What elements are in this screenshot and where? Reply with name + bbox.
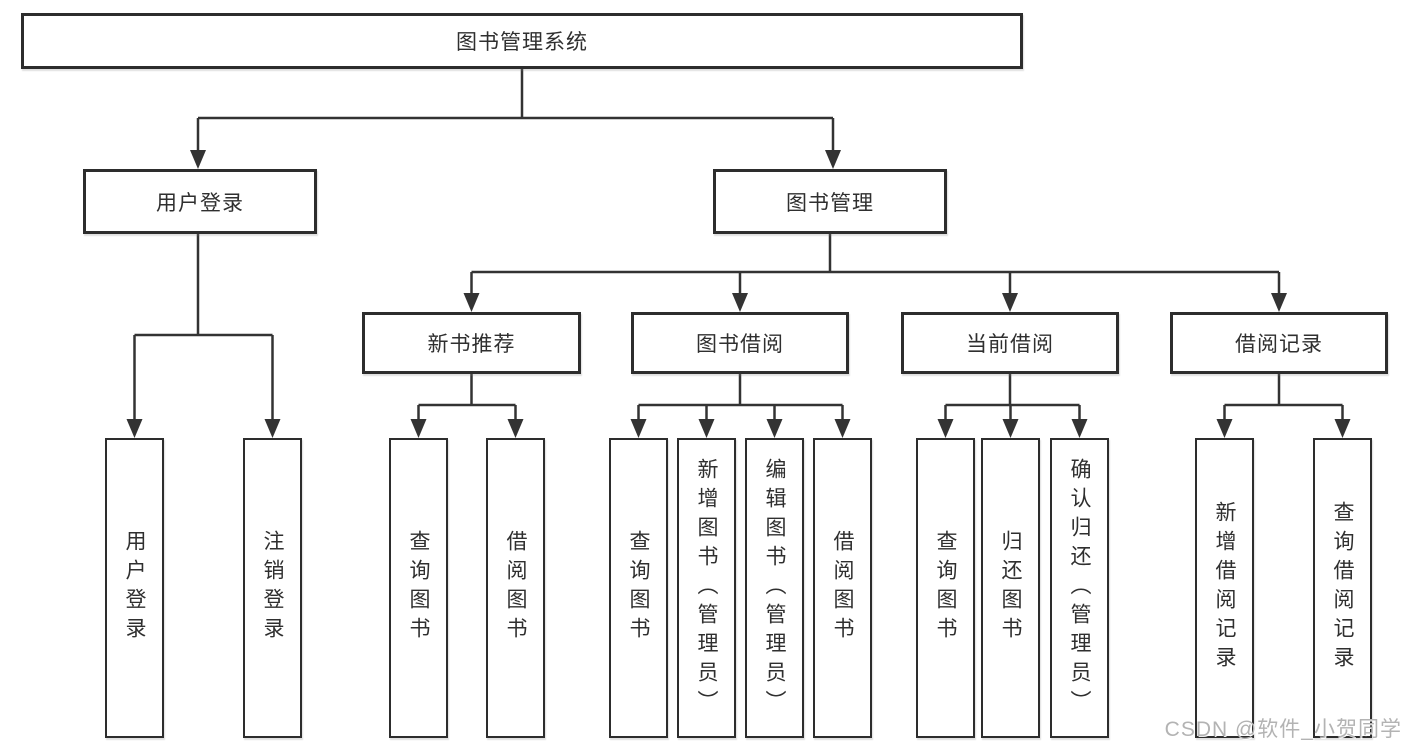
node-label: 用户登录 bbox=[123, 530, 146, 646]
connector-user-login-children bbox=[133, 234, 274, 422]
node-book-management: 图书管理 bbox=[713, 169, 947, 234]
node-label: 新书推荐 bbox=[427, 333, 516, 356]
node-label: 新增借阅记录 bbox=[1213, 501, 1236, 675]
node-label: 图书管理系统 bbox=[456, 31, 588, 54]
node-current-borrowing: 当前借阅 bbox=[901, 312, 1119, 374]
node-borrowing-records: 借阅记录 bbox=[1170, 312, 1388, 374]
connector-borrowing-children bbox=[637, 373, 844, 422]
node-label: 图书管理 bbox=[786, 191, 874, 215]
node-book-borrowing: 图书借阅 bbox=[631, 312, 849, 374]
connector-recommend-children bbox=[417, 373, 517, 422]
node-label: 用户登录 bbox=[156, 191, 244, 215]
leaf-return-books: 归还图书 bbox=[981, 438, 1040, 738]
leaf-add-borrow-record: 新增借阅记录 bbox=[1195, 438, 1254, 738]
leaf-query-borrow-record: 查询借阅记录 bbox=[1313, 438, 1372, 738]
leaf-edit-books-admin: 编辑图书（管理员） bbox=[745, 438, 804, 738]
node-label: 查询借阅记录 bbox=[1331, 501, 1354, 675]
connector-records-children bbox=[1223, 373, 1344, 422]
node-label: 查询图书 bbox=[934, 530, 957, 646]
leaf-borrow-books-recommend: 借阅图书 bbox=[486, 438, 545, 738]
node-label: 确认归还（管理员） bbox=[1068, 457, 1091, 719]
leaf-query-books-borrowing: 查询图书 bbox=[609, 438, 668, 738]
node-label: 借阅图书 bbox=[504, 530, 527, 646]
node-label: 借阅图书 bbox=[831, 530, 854, 646]
node-new-book-recommendation: 新书推荐 bbox=[362, 312, 581, 374]
leaf-query-books-recommend: 查询图书 bbox=[389, 438, 448, 738]
connector-book-management-children bbox=[470, 234, 1281, 296]
node-label: 查询图书 bbox=[407, 530, 430, 646]
node-label: 图书借阅 bbox=[696, 333, 784, 356]
node-label: 归还图书 bbox=[999, 530, 1022, 646]
connector-root-to-level2 bbox=[196, 68, 835, 153]
leaf-user-login: 用户登录 bbox=[105, 438, 164, 738]
leaf-add-books-admin: 新增图书（管理员） bbox=[677, 438, 736, 738]
leaf-borrow-books: 借阅图书 bbox=[813, 438, 872, 738]
arrowheads bbox=[126, 150, 1351, 438]
leaf-logout: 注销登录 bbox=[243, 438, 302, 738]
node-label: 编辑图书（管理员） bbox=[763, 457, 786, 719]
watermark: CSDN @软件_小贺同学 bbox=[1164, 718, 1402, 741]
leaf-confirm-return-admin: 确认归还（管理员） bbox=[1050, 438, 1109, 738]
node-label: 当前借阅 bbox=[966, 333, 1054, 356]
connector-current-children bbox=[944, 373, 1081, 422]
node-label: 新增图书（管理员） bbox=[695, 457, 718, 719]
node-user-login: 用户登录 bbox=[83, 169, 317, 234]
node-library-management-system: 图书管理系统 bbox=[21, 13, 1023, 69]
leaf-query-books-current: 查询图书 bbox=[916, 438, 975, 738]
node-label: 查询图书 bbox=[627, 530, 650, 646]
node-label: 借阅记录 bbox=[1235, 333, 1323, 356]
node-label: 注销登录 bbox=[261, 530, 284, 646]
